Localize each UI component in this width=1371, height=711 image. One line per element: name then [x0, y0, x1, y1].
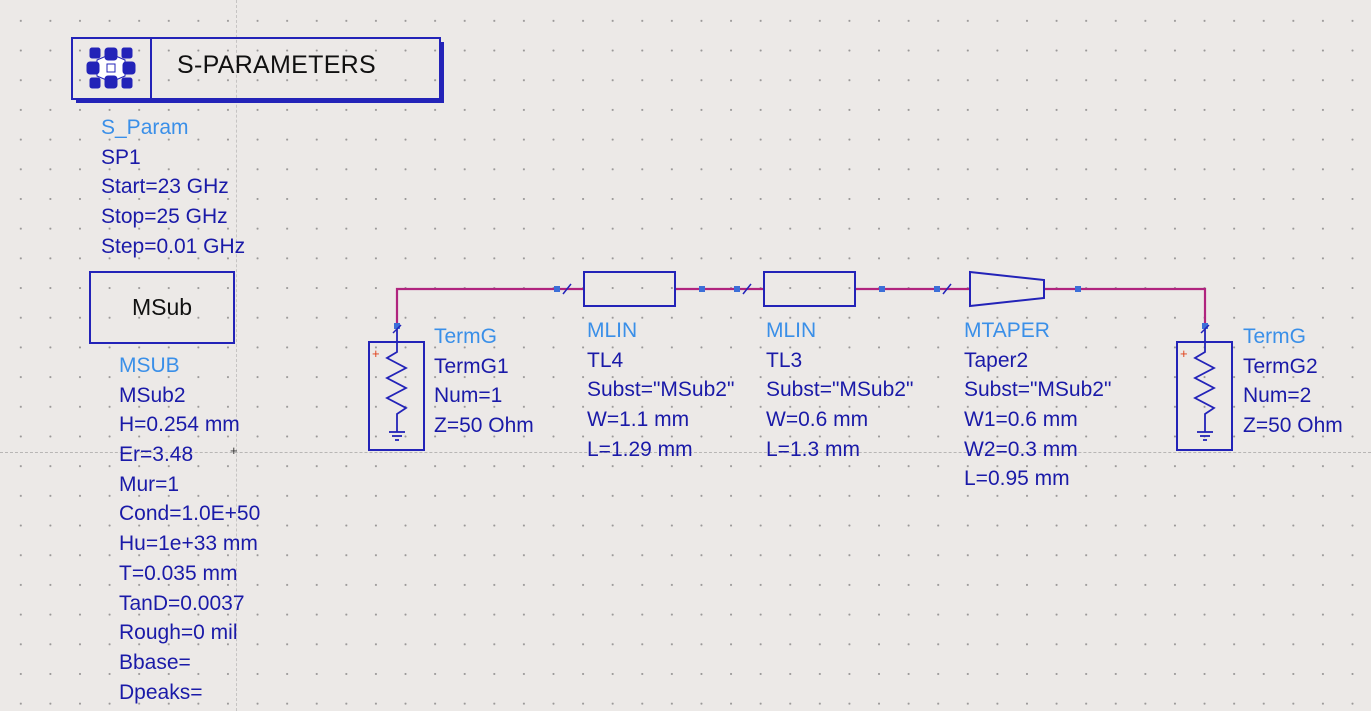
sp-label-group: S_Param SP1 Start=23 GHz Stop=25 GHz Ste…: [101, 113, 245, 261]
msub-param-bbase[interactable]: Bbase=: [119, 650, 191, 674]
termg2-port-component[interactable]: +: [1176, 323, 1233, 451]
tl3-param-subst[interactable]: Subst="MSub2": [766, 378, 914, 402]
msub-param-rough[interactable]: Rough=0 mil: [119, 621, 238, 645]
taper2-param-w2[interactable]: W2=0.3 mm: [964, 437, 1078, 461]
termg1-label-group: TermG TermG1 Num=1 Z=50 Ohm: [434, 322, 534, 441]
tl4-type-label: MLIN: [587, 319, 638, 342]
sp-instance-name[interactable]: SP1: [101, 145, 141, 169]
taper2-param-subst[interactable]: Subst="MSub2": [964, 378, 1112, 402]
s-parameters-icon-cell: [73, 39, 152, 98]
wire-taper-term2: [1044, 287, 1207, 326]
tl4-param-l[interactable]: L=1.29 mm: [587, 437, 693, 461]
sp-type-label: S_Param: [101, 116, 189, 139]
termg1-port-component[interactable]: +: [368, 323, 425, 451]
taper2-param-w1[interactable]: W1=0.6 mm: [964, 408, 1078, 432]
tl4-label-group: MLIN TL4 Subst="MSub2" W=1.1 mm L=1.29 m…: [587, 316, 734, 464]
termg2-label-group: TermG TermG2 Num=2 Z=50 Ohm: [1243, 322, 1343, 441]
sp-param-stop[interactable]: Stop=25 GHz: [101, 205, 228, 229]
cursor-crosshair-icon: +: [230, 443, 238, 458]
tl4-param-subst[interactable]: Subst="MSub2": [587, 378, 735, 402]
termg1-type-label: TermG: [434, 325, 497, 348]
msub-type-label: MSUB: [119, 354, 180, 377]
taper2-instance-name[interactable]: Taper2: [964, 348, 1029, 372]
taper2-mtaper-component[interactable]: [934, 270, 1081, 308]
termg1-instance-name[interactable]: TermG1: [434, 354, 509, 378]
taper2-label-group: MTAPER Taper2 Subst="MSub2" W1=0.6 mm W2…: [964, 316, 1111, 494]
msub-label-group: MSUB MSub2 H=0.254 mm Er=3.48 Mur=1 Cond…: [119, 351, 260, 707]
msub-param-cond[interactable]: Cond=1.0E+50: [119, 502, 261, 526]
msub-param-hu[interactable]: Hu=1e+33 mm: [119, 532, 258, 556]
tl3-type-label: MLIN: [766, 319, 817, 342]
sp-param-start[interactable]: Start=23 GHz: [101, 175, 229, 199]
sp-param-step[interactable]: Step=0.01 GHz: [101, 234, 246, 258]
tl4-mlin-component[interactable]: [554, 271, 705, 307]
msub-param-t[interactable]: T=0.035 mm: [119, 561, 238, 585]
taper2-param-l[interactable]: L=0.95 mm: [964, 467, 1070, 491]
msub-substrate-component[interactable]: MSub: [89, 271, 235, 344]
wire-term1-tl4: [395, 287, 557, 326]
msub-param-tand[interactable]: TanD=0.0037: [119, 591, 245, 615]
termg1-param-num[interactable]: Num=1: [434, 384, 503, 408]
msub-param-mur[interactable]: Mur=1: [119, 472, 180, 496]
termg2-param-z[interactable]: Z=50 Ohm: [1243, 414, 1343, 438]
tl3-instance-name[interactable]: TL3: [766, 348, 803, 372]
guide-line-vertical: [236, 0, 237, 711]
termg2-instance-name[interactable]: TermG2: [1243, 354, 1318, 378]
termg2-type-label: TermG: [1243, 325, 1306, 348]
msub-param-h[interactable]: H=0.254 mm: [119, 413, 240, 437]
msub-instance-name[interactable]: MSub2: [119, 383, 186, 407]
msub-param-dpeaks[interactable]: Dpeaks=: [119, 680, 203, 704]
tl4-instance-name[interactable]: TL4: [587, 348, 624, 372]
tl3-label-group: MLIN TL3 Subst="MSub2" W=0.6 mm L=1.3 mm: [766, 316, 913, 464]
tl3-mlin-component[interactable]: [734, 271, 885, 307]
s-parameters-controller[interactable]: S-PARAMETERS: [71, 37, 441, 100]
termg2-param-num[interactable]: Num=2: [1243, 384, 1312, 408]
tl3-param-l[interactable]: L=1.3 mm: [766, 437, 860, 461]
plus-sign-icon: +: [372, 346, 380, 361]
taper2-type-label: MTAPER: [964, 319, 1050, 342]
tl3-param-w[interactable]: W=0.6 mm: [766, 408, 869, 432]
termg1-param-z[interactable]: Z=50 Ohm: [434, 414, 534, 438]
plus-sign-icon: +: [1180, 346, 1188, 361]
guide-line-horizontal: [0, 452, 1371, 453]
msub-param-er[interactable]: Er=3.48: [119, 443, 194, 467]
msub-box-label: MSub: [131, 294, 193, 320]
tl4-param-w[interactable]: W=1.1 mm: [587, 408, 690, 432]
s-parameters-title: S-PARAMETERS: [177, 51, 376, 79]
s-parameters-icon: [86, 47, 136, 89]
